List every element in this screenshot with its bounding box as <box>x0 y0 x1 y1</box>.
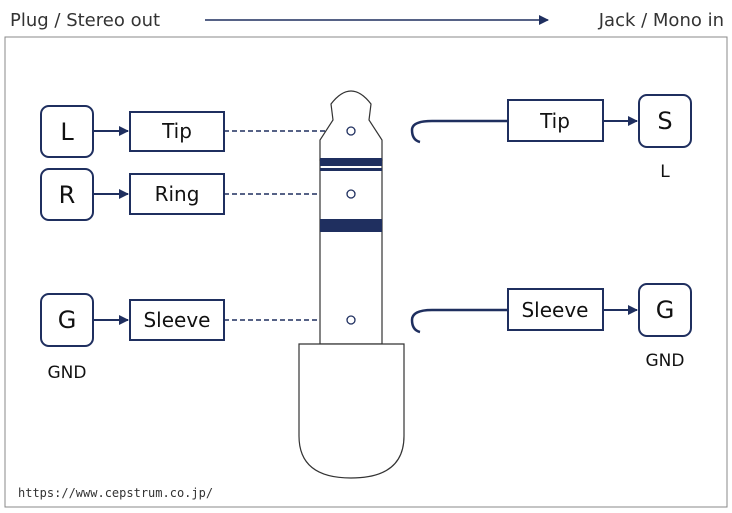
signal-box-jack-g <box>638 283 692 337</box>
diagram-frame <box>4 36 728 508</box>
plug-signal-g: G Sleeve GND <box>40 293 347 383</box>
gnd-label-plug: GND <box>48 363 87 383</box>
plug-signal-r: R Ring <box>40 168 347 221</box>
plug-signal-l: L Tip <box>40 105 347 158</box>
contact-point-ring <box>346 189 356 199</box>
jack-conductor-box-sleeve <box>507 288 604 331</box>
insulator-band-1 <box>320 158 382 166</box>
conductor-box-ring <box>129 173 225 215</box>
plug-tip <box>319 90 383 161</box>
signal-symbol-g: G <box>58 306 77 334</box>
source-url: https://www.cepstrum.co.jp/ <box>18 486 213 500</box>
insulator-band-1b <box>320 168 382 171</box>
contact-point-sleeve <box>346 315 356 325</box>
signal-symbol-l: L <box>60 118 74 146</box>
jack-contact-hook-sleeve <box>410 308 508 334</box>
gnd-label-jack: GND <box>646 351 685 371</box>
jack-contact-hook-tip <box>410 119 508 144</box>
signal-symbol-r: R <box>59 181 76 209</box>
conductor-label-ring: Ring <box>155 182 200 206</box>
header-left-label: Plug / Stereo out <box>10 10 160 31</box>
insulator-band-2 <box>320 219 382 232</box>
plug-illustration <box>298 90 405 479</box>
header-right-label: Jack / Mono in <box>598 10 724 31</box>
conductor-label-sleeve: Sleeve <box>143 308 210 332</box>
signal-box-s <box>638 94 692 148</box>
signal-symbol-jack-g: G <box>656 296 675 324</box>
jack-sublabel-l: L <box>660 162 670 182</box>
signal-symbol-s: S <box>657 107 672 135</box>
jack-signal-g: Sleeve G GND <box>410 283 692 371</box>
jack-conductor-box-tip <box>507 99 604 142</box>
jack-signal-s: Tip S L <box>410 94 692 182</box>
plug-handle <box>298 343 405 479</box>
jack-conductor-label-sleeve: Sleeve <box>521 298 588 322</box>
jack-conductor-label-tip: Tip <box>539 109 570 133</box>
conductor-label-tip: Tip <box>161 119 192 143</box>
contact-point-tip <box>346 126 356 136</box>
